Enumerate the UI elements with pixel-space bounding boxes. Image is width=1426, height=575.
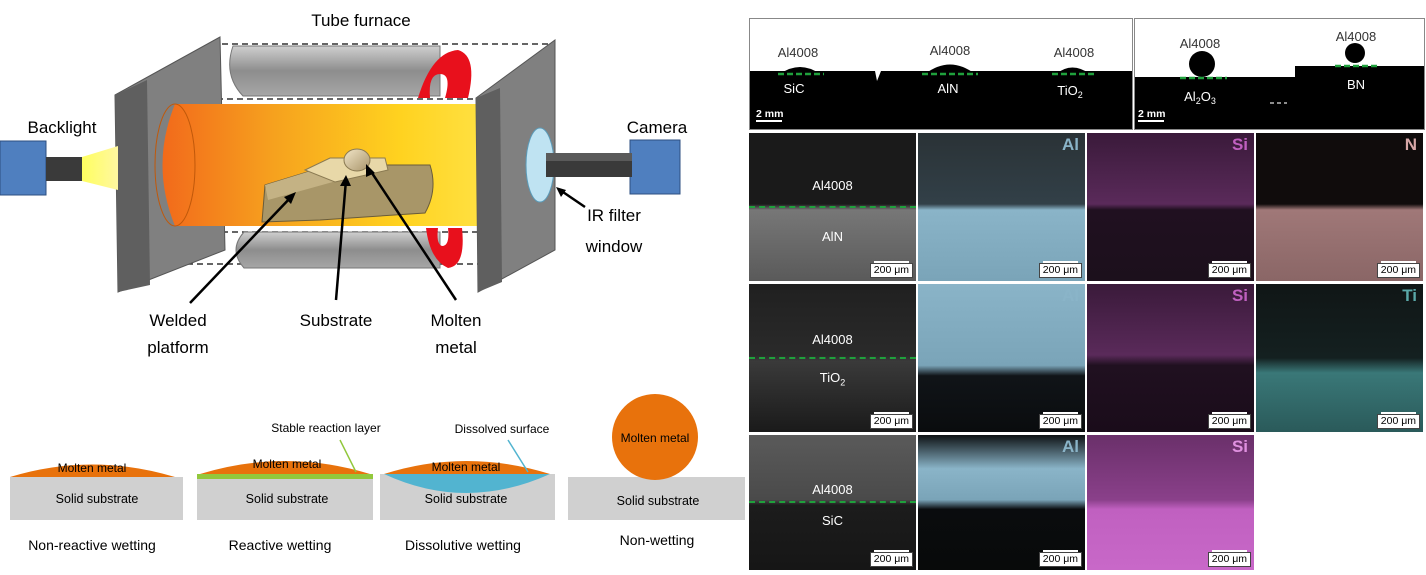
element-label-si: Si [1231, 437, 1248, 456]
profile-alloy-label-1: Al4008 [778, 45, 818, 60]
profile-scale-left: 2 mm [756, 108, 783, 120]
profile-tio2-label: TiO2 [1057, 83, 1082, 100]
camera-label: Camera [627, 118, 688, 137]
stable-reaction-layer-label: Stable reaction layer [271, 421, 380, 435]
svg-text:Molten metal: Molten metal [253, 457, 322, 471]
tube-furnace-label: Tube furnace [311, 11, 411, 30]
red-ring-lower [426, 228, 463, 268]
profile-alloy-label-3: Al4008 [1054, 45, 1094, 60]
ir-filter-label-1: IR filter [587, 206, 641, 225]
profile-sic-label: SiC [784, 81, 805, 96]
wetting-panel-dissolutive: Molten metal Solid substrate Dissolved s… [380, 422, 555, 553]
element-label-al: Al [1062, 286, 1079, 305]
lower-heater-shell [235, 231, 441, 269]
scale-bar: 200 μm [1207, 412, 1251, 429]
profile-aln-label: AlN [938, 81, 959, 96]
map-aln-n: N 200 μm [1256, 133, 1423, 281]
sem-sic-substrate-label: SiC [822, 513, 843, 528]
upper-heater-shell [229, 45, 441, 97]
map-sic-al: Al 200 μm [918, 435, 1085, 570]
sem-sic: Al4008 SiC 200 μm [749, 435, 916, 570]
svg-text:Solid substrate: Solid substrate [617, 494, 700, 508]
dissolved-surface-label: Dissolved surface [455, 422, 550, 436]
map-aln-al: Al 200 μm [918, 133, 1085, 281]
element-label-ti: Ti [1402, 286, 1417, 305]
caption-dissolutive: Dissolutive wetting [405, 537, 521, 553]
profile-scale-right: 2 mm [1138, 108, 1165, 120]
backlight-label: Backlight [28, 118, 97, 137]
scale-bar: 200 μm [1038, 261, 1082, 278]
setup-schematic: Tube furnace Backlight Camera IR filter … [0, 11, 745, 553]
profile-panel-al2o3-bn: Al4008 Al4008 Al2O3 BN 2 mm [1134, 18, 1425, 130]
profile-alloy-label-4: Al4008 [1180, 36, 1220, 51]
red-ring-upper [418, 50, 472, 98]
scale-bar: 200 μm [869, 261, 913, 278]
backlight-body [0, 140, 47, 196]
profile-panel-sic-aln-tio2: Al4008 Al4008 Al4008 SiC AlN TiO2 2 mm [749, 18, 1133, 130]
element-label-si: Si [1231, 286, 1248, 305]
right-figure: Al4008 Al4008 Al4008 SiC AlN TiO2 2 mm A… [749, 18, 1425, 570]
element-label-al: Al [1062, 437, 1079, 456]
molten-label-2: metal [435, 338, 477, 357]
svg-text:Solid substrate: Solid substrate [425, 492, 508, 506]
caption-reactive: Reactive wetting [229, 537, 332, 553]
ir-filter-arrow [559, 188, 586, 209]
svg-text:Molten metal: Molten metal [58, 461, 127, 475]
welded-label-1: Welded [149, 311, 206, 330]
camera-body [629, 139, 681, 195]
map-tio2-al: Al 200 μm [918, 284, 1085, 432]
svg-text:Solid substrate: Solid substrate [56, 492, 139, 506]
sem-aln-alloy-label: Al4008 [812, 178, 853, 193]
scale-bar: 200 μm [869, 550, 913, 567]
map-aln-si: Si 200 μm [1087, 133, 1254, 281]
sem-tio2-alloy-label: Al4008 [812, 332, 853, 347]
map-sic-si: Si 200 μm [1087, 435, 1254, 570]
sem-sic-alloy-label: Al4008 [812, 482, 853, 497]
scale-bar: 200 μm [1038, 412, 1082, 429]
scale-bar: 200 μm [1376, 261, 1420, 278]
welded-label-2: platform [147, 338, 208, 357]
profile-alloy-label-5: Al4008 [1336, 29, 1376, 44]
sem-tio2-substrate-label: TiO2 [819, 370, 846, 388]
svg-text:Molten metal: Molten metal [432, 460, 501, 474]
wetting-panel-reactive: Molten metal Solid substrate Stable reac… [197, 421, 381, 553]
substrate-label: Substrate [300, 311, 373, 330]
sem-aln-substrate-label: AlN [822, 229, 843, 244]
ir-filter-label-2: window [585, 237, 643, 256]
pointer-arrows [189, 169, 458, 304]
molten-label-1: Molten [430, 311, 481, 330]
svg-text:Solid substrate: Solid substrate [246, 492, 329, 506]
caption-non-wetting: Non-wetting [620, 532, 695, 548]
element-label-si: Si [1231, 135, 1248, 154]
molten-droplet [343, 148, 371, 172]
profile-alloy-label-2: Al4008 [930, 43, 970, 58]
element-label-n: N [1404, 135, 1417, 154]
map-tio2-si: Si 200 μm [1087, 284, 1254, 432]
scale-bar: 200 μm [1376, 412, 1420, 429]
map-tio2-ti: Ti 200 μm [1256, 284, 1423, 432]
wetting-panel-non-reactive: Molten metal Solid substrate Non-reactiv… [10, 461, 183, 553]
profile-bn-label: BN [1347, 77, 1365, 92]
sem-tio2: Al4008 TiO2 200 μm [749, 284, 916, 432]
scale-bar: 200 μm [869, 412, 913, 429]
svg-text:Molten metal: Molten metal [621, 431, 690, 445]
scale-bar: 200 μm [1207, 261, 1251, 278]
backlight-beam [82, 146, 118, 190]
scale-bar: 200 μm [1038, 550, 1082, 567]
scale-bar: 200 μm [1207, 550, 1251, 567]
wetting-panel-non-wetting: Molten metal Solid substrate Non-wetting [568, 394, 745, 548]
profile-al2o3-label: Al2O3 [1184, 89, 1216, 106]
left-figure: Tube furnace Backlight Camera IR filter … [0, 11, 745, 553]
caption-non-reactive: Non-reactive wetting [28, 537, 156, 553]
element-label-al: Al [1062, 135, 1079, 154]
sem-aln: Al4008 AlN 200 μm [749, 133, 916, 281]
